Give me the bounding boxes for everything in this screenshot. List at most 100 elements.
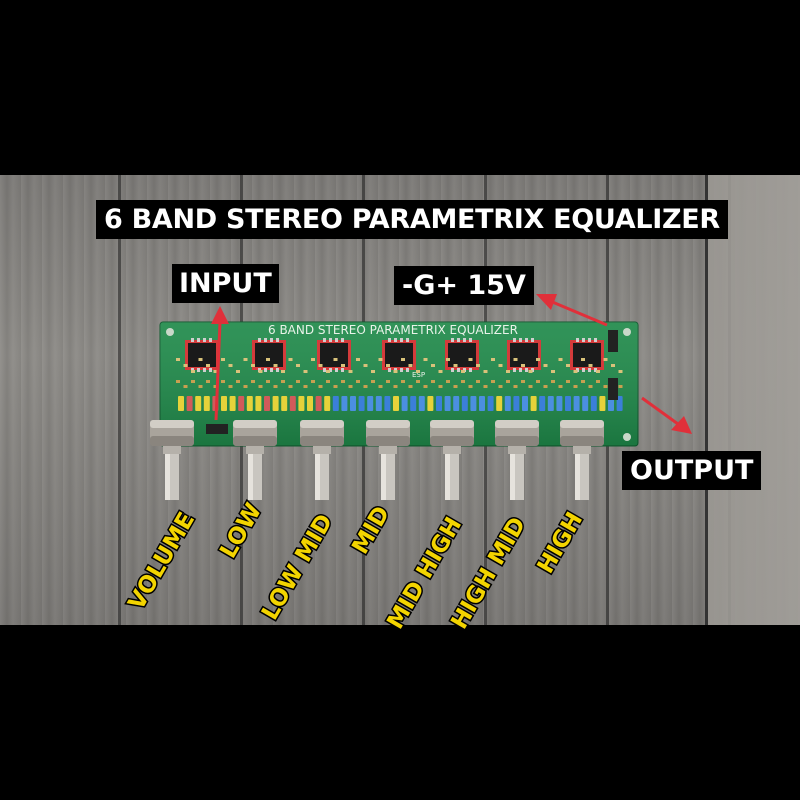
- resistor: [288, 385, 293, 388]
- capacitor: [229, 396, 236, 411]
- resistor: [326, 380, 330, 383]
- resistor: [446, 380, 450, 383]
- resistor: [491, 380, 495, 383]
- wood-background: [0, 175, 800, 625]
- capacitor: [479, 396, 485, 411]
- potentiometer-knob: [150, 420, 194, 500]
- capacitor: [418, 396, 425, 411]
- resistor: [243, 385, 248, 388]
- input-label: INPUT: [172, 264, 279, 303]
- resistor: [528, 370, 533, 373]
- band-label-low-mid: LOW MID: [257, 510, 338, 625]
- capacitor: [246, 396, 253, 411]
- potentiometer-knob: [495, 420, 539, 500]
- resistor: [183, 385, 188, 388]
- resistor: [468, 358, 473, 361]
- resistor: [198, 358, 203, 361]
- resistor: [581, 380, 585, 383]
- resistor: [483, 385, 488, 388]
- resistor: [491, 358, 495, 361]
- resistor: [198, 385, 203, 388]
- band-label-mid: MID: [347, 502, 395, 559]
- resistor: [438, 385, 443, 388]
- resistor: [206, 364, 210, 367]
- capacitor: [513, 396, 520, 411]
- capacitor: [264, 396, 270, 411]
- resistor: [596, 370, 600, 373]
- resistor: [206, 380, 210, 383]
- capacitor: [375, 396, 382, 411]
- capacitor: [341, 396, 348, 411]
- resistor: [251, 364, 255, 367]
- capacitor: [384, 396, 391, 411]
- resistor: [281, 370, 285, 373]
- capacitor: [427, 396, 434, 411]
- capacitor: [470, 396, 477, 411]
- resistor: [506, 370, 510, 373]
- resistor: [356, 358, 360, 361]
- resistor: [318, 385, 323, 388]
- capacitor: [272, 396, 279, 411]
- resistor: [566, 380, 570, 383]
- resistor: [506, 380, 510, 383]
- capacitor: [393, 396, 399, 411]
- resistor: [236, 380, 240, 383]
- capacitor: [504, 396, 511, 411]
- band-label-low: LOW: [215, 499, 267, 563]
- band-label-high: HIGH: [533, 508, 588, 578]
- resistor: [296, 364, 300, 367]
- capacitor: [461, 396, 468, 411]
- resistor: [513, 385, 518, 388]
- capacitor: [436, 396, 442, 411]
- resistor: [363, 364, 368, 367]
- resistor: [281, 380, 285, 383]
- resistor: [566, 364, 570, 367]
- capacitor: [221, 396, 227, 411]
- resistor: [588, 385, 593, 388]
- capacitor: [556, 396, 563, 411]
- resistor: [348, 385, 353, 388]
- resistor: [476, 364, 480, 367]
- resistor: [378, 358, 383, 361]
- resistor: [341, 364, 345, 367]
- resistor: [386, 364, 390, 367]
- capacitor: [590, 396, 597, 411]
- power-label: -G+ 15V: [394, 266, 534, 305]
- resistor: [341, 380, 345, 383]
- resistor: [573, 370, 578, 373]
- resistor: [296, 380, 300, 383]
- power-arrow: [536, 294, 608, 327]
- resistor: [528, 385, 533, 388]
- capacitor: [573, 396, 580, 411]
- resistor: [183, 364, 188, 367]
- capacitor: [410, 396, 417, 411]
- resistor: [543, 364, 548, 367]
- page-title: 6 BAND STEREO PARAMETRIX EQUALIZER: [96, 200, 728, 239]
- resistor: [423, 385, 428, 388]
- ic-chip: [445, 338, 479, 372]
- pcb-board: 6 BAND STEREO PARAMETRIX EQUALIZER ESP: [159, 321, 639, 447]
- resistor: [393, 385, 398, 388]
- resistor: [618, 385, 623, 388]
- resistor: [228, 364, 233, 367]
- resistor: [393, 370, 398, 373]
- capacitor: [255, 396, 262, 411]
- output-label: OUTPUT: [622, 451, 762, 490]
- resistor: [348, 370, 353, 373]
- resistor: [483, 370, 488, 373]
- resistor: [378, 385, 383, 388]
- capacitor: [178, 396, 184, 411]
- capacitor: [522, 396, 528, 411]
- resistor: [221, 380, 225, 383]
- resistor: [453, 385, 458, 388]
- resistor: [176, 358, 180, 361]
- resistor: [213, 385, 218, 388]
- resistor: [438, 370, 443, 373]
- potentiometer-knob: [430, 420, 474, 500]
- capacitor: [281, 396, 288, 411]
- output-arrow: [641, 396, 692, 434]
- resistor: [446, 358, 450, 361]
- capacitor: [453, 396, 460, 411]
- ic-chip: [317, 338, 351, 372]
